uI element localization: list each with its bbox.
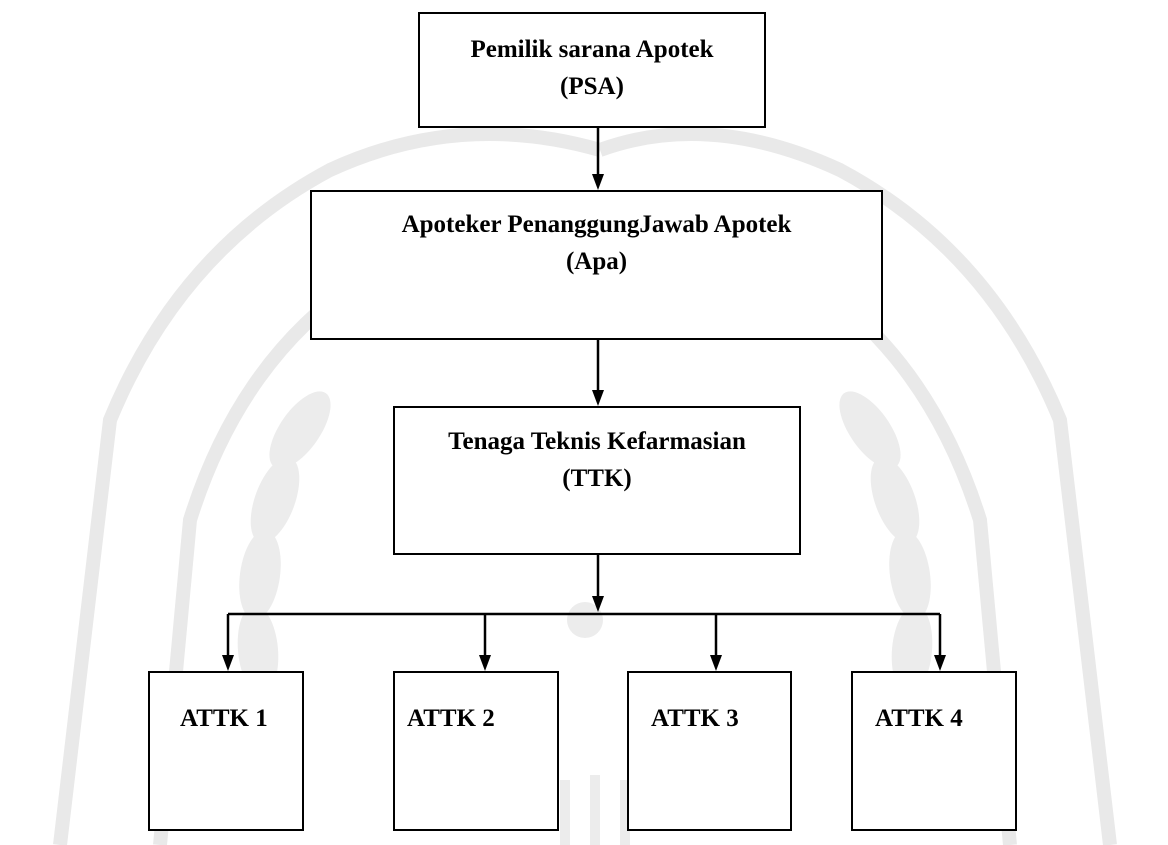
attk-4-box: ATTK 4 <box>851 671 1017 831</box>
psa-abbr: (PSA) <box>560 73 624 100</box>
psa-title: Pemilik sarana Apotek <box>470 36 714 63</box>
attk-3-label: ATTK 3 <box>651 705 739 732</box>
ttk-abbr: (TTK) <box>562 465 632 492</box>
attk-3-box: ATTK 3 <box>627 671 792 831</box>
apa-box: Apoteker PenanggungJawab Apotek (Apa) <box>310 190 883 340</box>
psa-box: Pemilik sarana Apotek (PSA) <box>418 12 766 128</box>
attk-2-box: ATTK 2 <box>393 671 559 831</box>
attk-1-label: ATTK 1 <box>180 705 268 732</box>
attk-2-label: ATTK 2 <box>407 705 495 732</box>
apa-title: Apoteker PenanggungJawab Apotek <box>401 211 792 238</box>
attk-4-label: ATTK 4 <box>875 705 963 732</box>
ttk-box: Tenaga Teknis Kefarmasian (TTK) <box>393 406 801 555</box>
attk-1-box: ATTK 1 <box>148 671 304 831</box>
ttk-title: Tenaga Teknis Kefarmasian <box>448 428 746 455</box>
apa-abbr: (Apa) <box>565 248 628 275</box>
